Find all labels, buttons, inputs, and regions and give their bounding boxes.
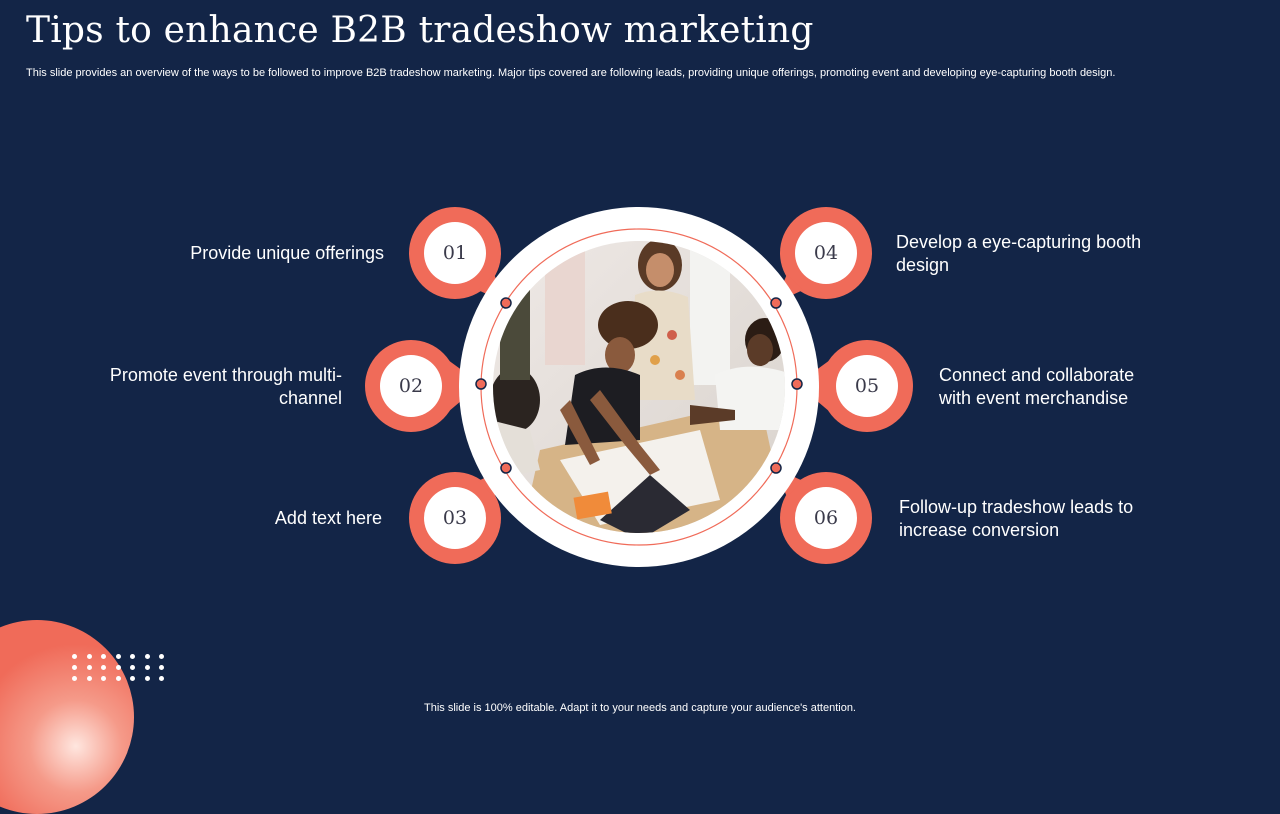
tip-number-04: 04 — [795, 222, 857, 284]
slide-title: Tips to enhance B2B tradeshow marketing — [26, 10, 814, 51]
tip-number-02: 02 — [380, 355, 442, 417]
photo-people-working-icon — [493, 241, 785, 533]
slide-subtitle: This slide provides an overview of the w… — [26, 67, 1116, 79]
tip-text-02: Promote event through multi-channel — [109, 365, 342, 408]
tip-text-06: Follow-up tradeshow leads to increase co… — [899, 497, 1134, 540]
tip-text-01: Provide unique offerings — [190, 243, 384, 263]
slide-footer: This slide is 100% editable. Adapt it to… — [424, 702, 856, 714]
tip-number-05: 05 — [836, 355, 898, 417]
tip-text-05: Connect and collaborate with event merch… — [939, 365, 1135, 408]
tip-text-04: Develop a eye-capturing booth design — [896, 232, 1142, 275]
tip-number-01: 01 — [424, 222, 486, 284]
tip-number-03: 03 — [424, 487, 486, 549]
tip-number-06: 06 — [795, 487, 857, 549]
decorative-dot-grid — [72, 654, 165, 681]
center-diagram — [365, 207, 913, 567]
tip-text-03: Add text here — [274, 508, 382, 528]
